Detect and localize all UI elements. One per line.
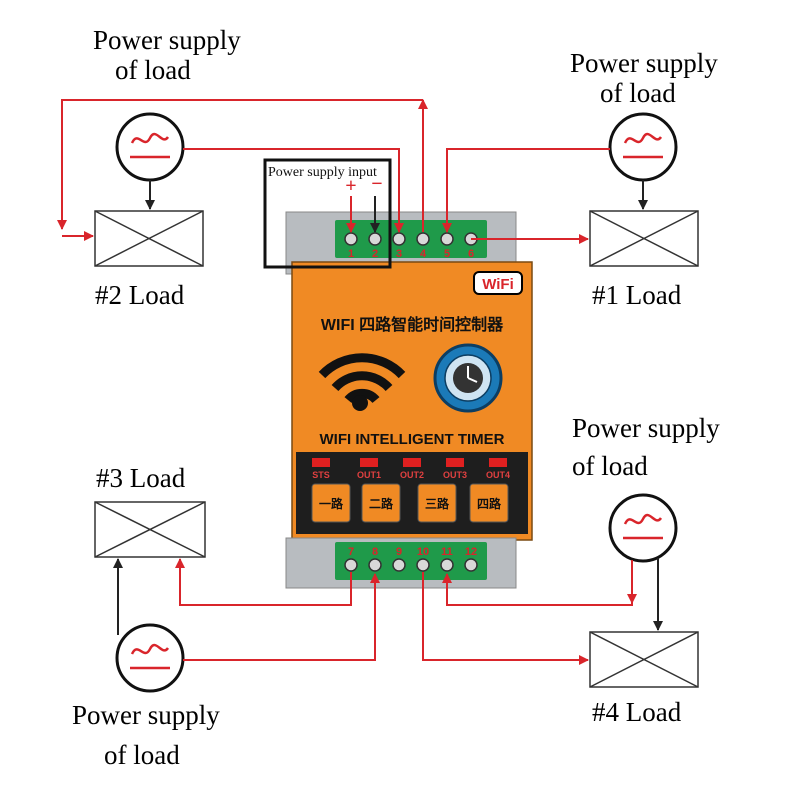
wire-top-loop-to-load2 xyxy=(57,99,423,230)
power-supply-input-label: Power supply input xyxy=(268,165,377,180)
sts-label: STS xyxy=(312,470,330,480)
terminal-1-number: 1 xyxy=(348,248,354,260)
channel-4-button[interactable] xyxy=(469,483,509,523)
load-2-label: #2 Load xyxy=(95,280,185,310)
channel-2-label: 二路 xyxy=(369,496,394,511)
power-supply-mid-right-line1: Power supply xyxy=(572,413,720,443)
minus-sign: − xyxy=(371,173,382,195)
load-1-label: #1 Load xyxy=(592,280,682,310)
wifi-badge xyxy=(473,271,523,295)
ac-source-mid-right-icon xyxy=(608,493,678,563)
channel-1-label: 一路 xyxy=(319,496,344,511)
sts-indicator xyxy=(312,458,330,467)
terminal-8-number: 8 xyxy=(372,546,378,558)
terminal-11-number: 11 xyxy=(441,546,453,558)
channel-buttons: 一路 二路 三路 四路 xyxy=(311,483,509,523)
top-terminal-block xyxy=(335,220,487,258)
power-supply-top-right-line2: of load xyxy=(600,78,676,108)
out2-indicator xyxy=(403,458,421,467)
power-supply-mid-right-label: Power supply of load xyxy=(572,409,720,485)
terminal-7-number: 7 xyxy=(348,546,354,558)
top-terminal-screws xyxy=(344,232,478,246)
device-title-en: WIFI INTELLIGENT TIMER xyxy=(320,431,505,448)
power-supply-top-right-line1: Power supply xyxy=(570,48,718,78)
terminal-3-number: 3 xyxy=(396,248,402,260)
clock-dial-icon xyxy=(433,343,503,413)
channel-3-label: 三路 xyxy=(425,496,450,511)
out2-label: OUT2 xyxy=(400,470,424,480)
out4-label: OUT4 xyxy=(486,470,510,480)
plus-sign: + xyxy=(345,175,356,197)
wire-source-tr-to-t5 xyxy=(442,148,610,233)
bottom-terminal-screws xyxy=(344,558,478,572)
power-supply-top-left-label: Power supply of load xyxy=(93,25,241,85)
wire-source-bl-to-t8 xyxy=(183,573,380,661)
load-2-box xyxy=(94,210,204,267)
out1-indicator xyxy=(360,458,378,467)
wifi-badge-text: WiFi xyxy=(482,276,514,293)
power-supply-input-box xyxy=(263,158,392,269)
power-supply-top-left-line1: Power supply xyxy=(93,25,241,55)
out3-indicator xyxy=(446,458,464,467)
channel-2-button[interactable] xyxy=(361,483,401,523)
wire-t10-to-load4 xyxy=(422,572,589,665)
power-supply-bottom-left-line2: of load xyxy=(104,740,180,770)
wifi-signal-icon xyxy=(318,353,406,404)
load-4-box xyxy=(589,631,699,688)
load-3-label: #3 Load xyxy=(96,463,186,493)
wifi-signal-dot xyxy=(352,395,368,411)
power-supply-top-right-label: Power supply of load xyxy=(570,48,718,108)
out4-indicator xyxy=(489,458,507,467)
ac-source-top-right-icon xyxy=(608,112,678,182)
terminal-6-number: 6 xyxy=(468,248,474,260)
channel-1-button[interactable] xyxy=(311,483,351,523)
power-supply-bottom-left-label: Power supply of load xyxy=(72,695,220,775)
power-supply-bottom-left-line1: Power supply xyxy=(72,700,220,730)
ac-source-top-left-icon xyxy=(115,112,185,182)
out3-label: OUT3 xyxy=(443,470,467,480)
device-title-cn: WIFI 四路智能时间控制器 xyxy=(321,315,504,334)
channel-4-label: 四路 xyxy=(477,496,502,511)
load-4-label: #4 Load xyxy=(592,697,682,727)
load-1-box xyxy=(589,210,699,267)
out1-label: OUT1 xyxy=(357,470,381,480)
terminal-4-number: 4 xyxy=(420,248,427,260)
ac-source-bottom-left-icon xyxy=(115,623,185,693)
terminal-2-number: 2 xyxy=(372,248,378,260)
power-supply-top-left-line2: of load xyxy=(115,55,191,85)
wire-source-tl-to-t3 xyxy=(183,148,404,233)
terminal-9-number: 9 xyxy=(396,546,402,558)
wire-t7-to-load3 xyxy=(175,558,352,606)
channel-3-button[interactable] xyxy=(417,483,457,523)
power-supply-mid-right-line2: of load xyxy=(572,451,648,481)
terminal-10-number: 10 xyxy=(417,546,429,558)
load-3-box xyxy=(94,501,206,558)
terminal-5-number: 5 xyxy=(444,248,450,260)
terminal-12-number: 12 xyxy=(465,546,477,558)
